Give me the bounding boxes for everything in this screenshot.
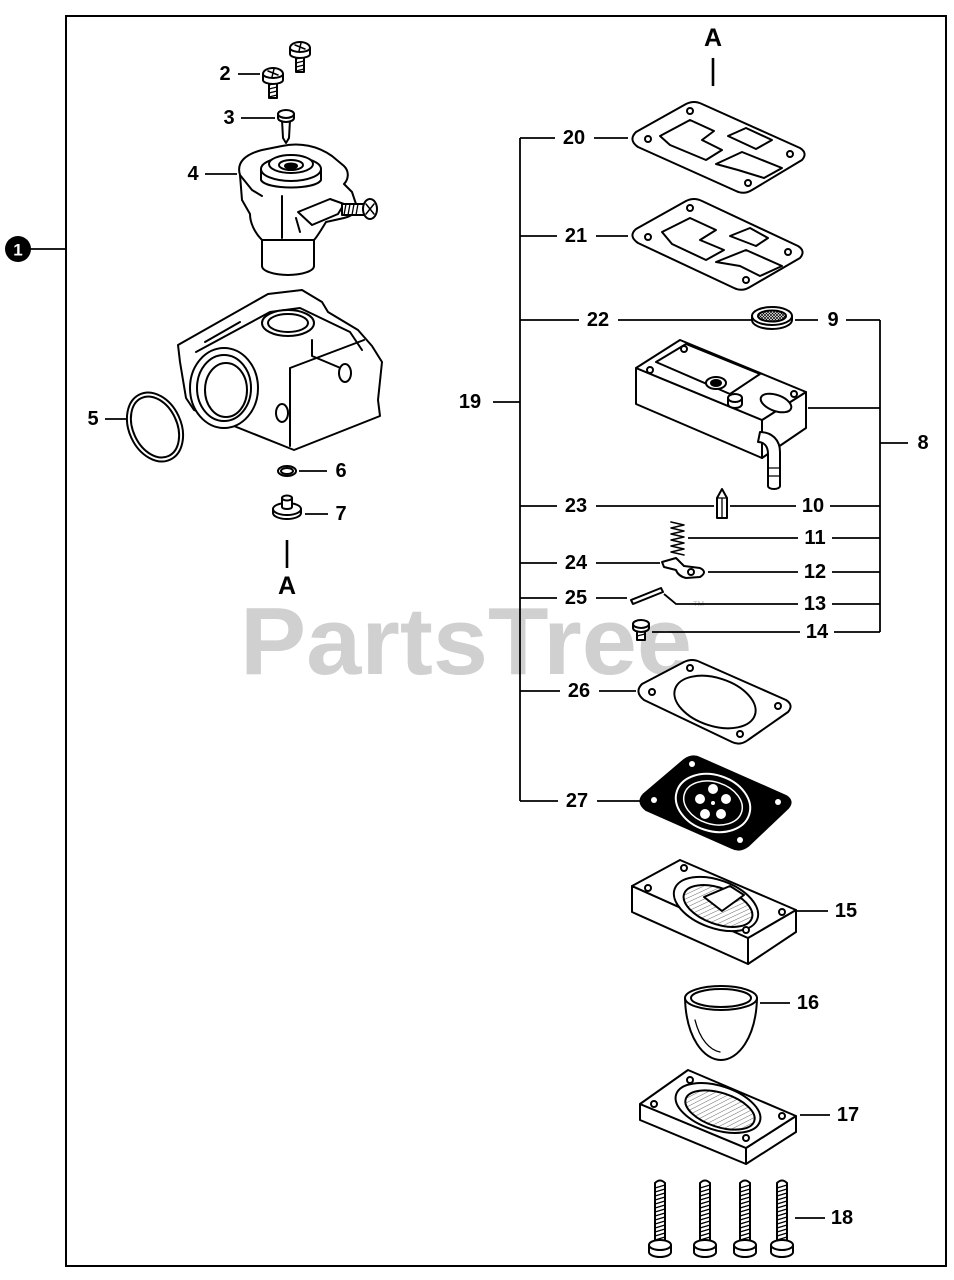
callout-5: 5 — [87, 408, 98, 430]
callout-19: 19 — [459, 391, 481, 413]
part-27-diaphragm — [639, 755, 792, 851]
callout-9: 9 — [827, 309, 838, 331]
leader-lines — [30, 58, 908, 1219]
callout-7: 7 — [335, 503, 346, 525]
section-marker-bottom: A — [278, 572, 296, 600]
screw-icon — [289, 41, 311, 73]
callout-23: 23 — [565, 495, 587, 517]
part-10-inlet-needle — [716, 488, 728, 519]
callout-18: 18 — [831, 1207, 853, 1229]
part-2-screws — [262, 41, 311, 99]
callout-1-badge: 1 — [5, 236, 31, 262]
part-16-primer-bulb — [684, 985, 758, 1061]
part-11-spring — [670, 521, 685, 556]
callout-2: 2 — [219, 63, 230, 85]
watermark-trademark: ™ — [692, 598, 705, 613]
callout-13: 13 — [804, 593, 826, 615]
screw-icon — [693, 1179, 717, 1258]
callout-17: 17 — [837, 1104, 859, 1126]
callout-24: 24 — [565, 552, 588, 574]
part-4-throttle-housing — [238, 143, 378, 276]
callout-20: 20 — [563, 127, 585, 149]
callout-12: 12 — [804, 561, 826, 583]
screw-icon — [262, 67, 284, 99]
screw-icon — [733, 1179, 757, 1258]
callout-26: 26 — [568, 680, 590, 702]
callout-3: 3 — [223, 107, 234, 129]
part-14-screw — [632, 619, 650, 641]
callout-25: 25 — [565, 587, 587, 609]
watermark: PartsTree ™ — [240, 588, 705, 695]
part-7-plug — [272, 494, 302, 520]
part-26-gasket — [637, 659, 792, 745]
part-6-small-o-ring — [277, 465, 297, 477]
watermark-text: PartsTree — [240, 588, 692, 695]
part-8-pump-body — [635, 339, 807, 490]
part-5-o-ring — [125, 391, 185, 463]
part-13-lever-pin — [630, 587, 664, 605]
callout-15: 15 — [835, 900, 857, 922]
callout-6: 6 — [335, 460, 346, 482]
part-21-gasket — [631, 198, 804, 291]
part-3-pin — [277, 109, 295, 144]
section-marker-top: A — [704, 24, 722, 52]
callout-8: 8 — [917, 432, 928, 454]
part-9-filter-screen — [751, 306, 793, 330]
screw-icon — [648, 1179, 672, 1258]
part-15-metering-cover — [631, 859, 797, 965]
callout-16: 16 — [797, 992, 819, 1014]
callout-10: 10 — [802, 495, 824, 517]
part-12-metering-lever — [661, 557, 705, 579]
part-17-primer-cover — [639, 1069, 797, 1165]
part-18-screws — [648, 1179, 794, 1258]
callout-1: 1 — [13, 241, 22, 260]
callout-27: 27 — [566, 790, 588, 812]
screw-icon — [770, 1179, 794, 1258]
part-20-gasket — [631, 101, 806, 194]
carburetor-body — [177, 289, 383, 451]
callout-11: 11 — [804, 527, 825, 549]
callout-14: 14 — [806, 621, 829, 643]
callout-22: 22 — [587, 309, 609, 331]
callout-4: 4 — [187, 163, 199, 185]
diagram-frame — [65, 15, 947, 1267]
callout-labels: 2 3 4 5 6 7 8 9 10 11 12 13 14 15 16 17 … — [87, 63, 928, 1229]
callout-21: 21 — [565, 225, 587, 247]
